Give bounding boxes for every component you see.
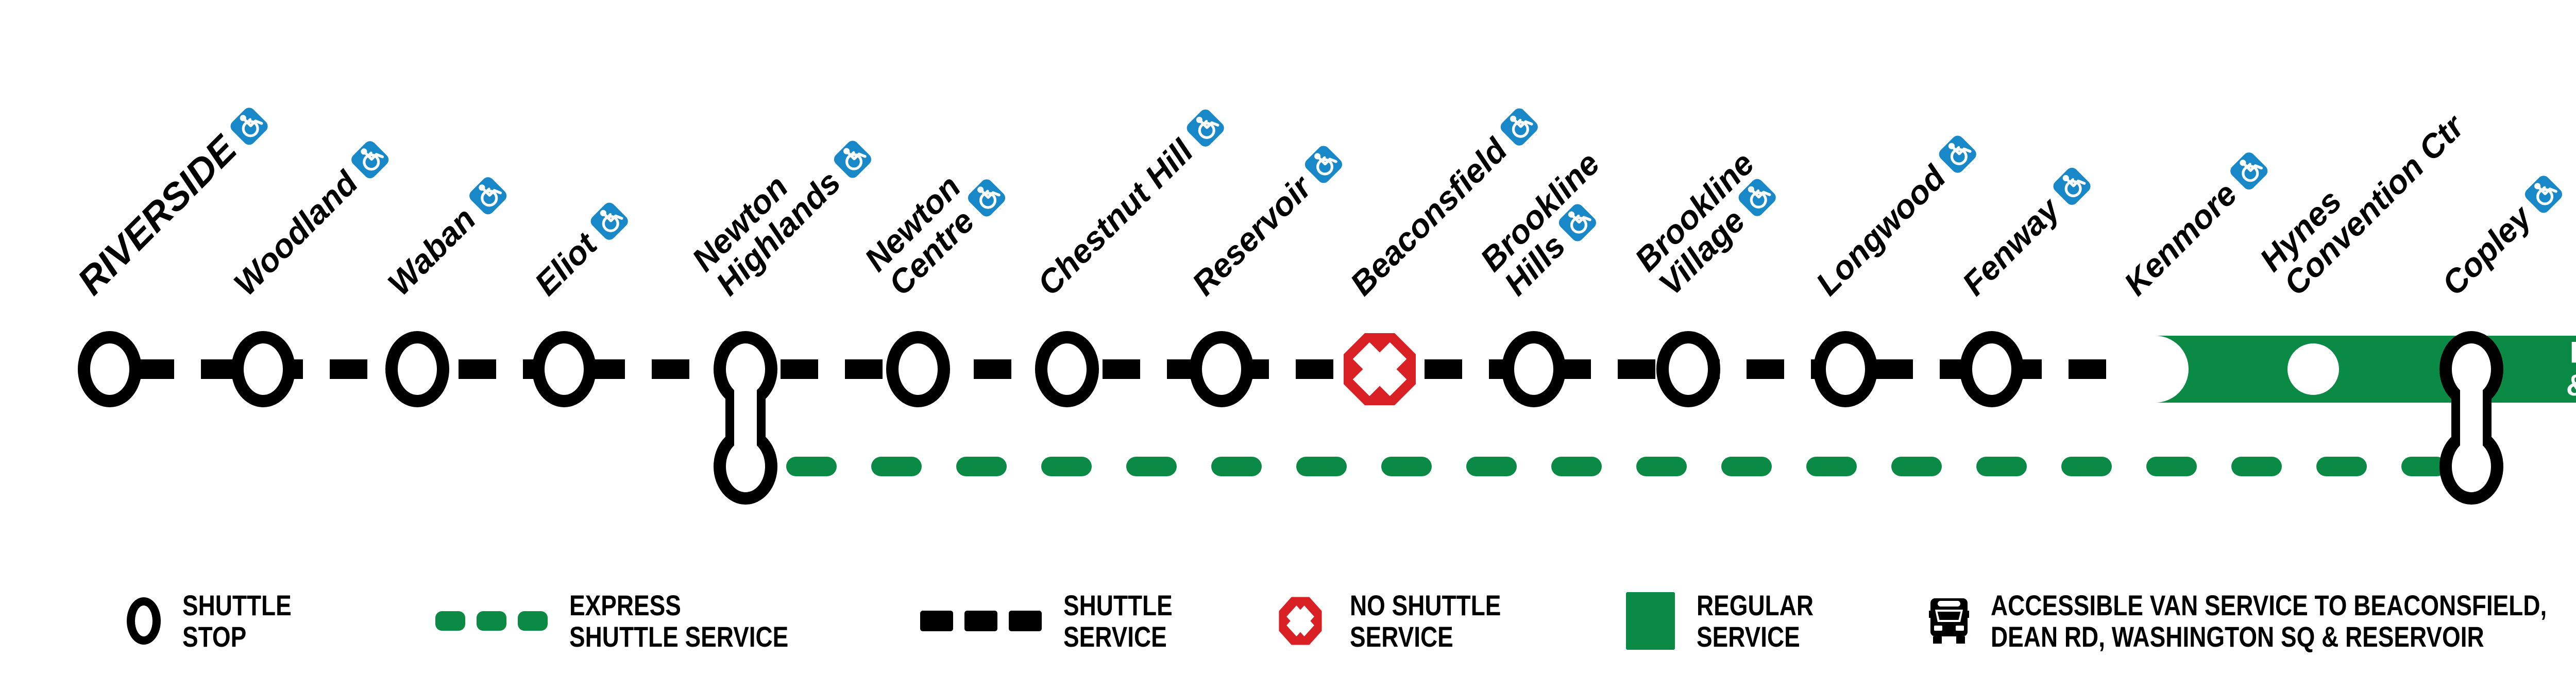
legend-label: NO SHUTTLE	[1350, 589, 1501, 621]
legend-item-express-shuttle: EXPRESS SHUTTLE SERVICE	[435, 585, 837, 657]
transfer-stop-newton-highlands	[714, 331, 777, 505]
stop-newton-centre	[886, 331, 950, 407]
regular-service-icon	[1626, 592, 1675, 650]
legend-label: DEAN RD, WASHINGTON SQ & RESERVOIR	[1991, 620, 2484, 653]
no-shuttle-icon	[1273, 590, 1328, 652]
stop-brookline-village	[1656, 331, 1720, 407]
legend-item-shuttle-service: SHUTTLE SERVICE	[920, 585, 1196, 657]
shuttle-dash-icon	[920, 611, 1042, 631]
direction-sign: PARK ST & NORTH	[2554, 336, 2576, 403]
stop-hynes-convention-ctr	[2287, 343, 2339, 395]
stop-reservoir	[1190, 331, 1253, 407]
express-shuttle-dash-icon	[435, 611, 548, 631]
legend-item-accessible-van: ACCESSIBLE VAN SERVICE TO BEACONSFIELD, …	[1929, 585, 2576, 657]
legend-label: SERVICE	[1063, 620, 1167, 653]
legend-label: SERVICE	[1697, 620, 1800, 653]
legend-label: SERVICE	[1350, 620, 1453, 653]
shuttle-stop-icon	[127, 597, 161, 645]
stop-fenway	[1960, 331, 2024, 407]
legend-label: REGULAR	[1697, 589, 1814, 621]
accessible-van-icon	[1929, 597, 1969, 645]
stop-waban	[385, 331, 449, 407]
direction-sign-line1: PARK ST	[2570, 336, 2576, 369]
legend-label: EXPRESS	[569, 589, 681, 621]
legend-item-regular-service: REGULAR SERVICE	[1626, 585, 1839, 657]
stop-brookline-hills	[1502, 331, 1566, 407]
regular-service-bar	[2155, 336, 2576, 403]
stop-longwood	[1814, 331, 1877, 407]
legend-label: SHUTTLE SERVICE	[569, 620, 789, 653]
legend-label: SHUTTLE	[182, 589, 292, 621]
legend-label: SHUTTLE	[1063, 589, 1173, 621]
direction-sign-line2: & NORTH	[2566, 369, 2576, 402]
legend-label: STOP	[182, 620, 247, 653]
stop-woodland	[231, 331, 295, 407]
closed-stop-beaconsfield	[1344, 333, 1416, 405]
stop-chestnut-hill	[1035, 331, 1099, 407]
stop-eliot	[532, 331, 596, 407]
stop-riverside	[78, 331, 142, 407]
transfer-stop-copley	[2439, 331, 2503, 505]
legend-item-shuttle-stop: SHUTTLE STOP	[127, 585, 315, 657]
legend-item-no-shuttle: NO SHUTTLE SERVICE	[1273, 585, 1534, 657]
stop-kenmore	[2128, 343, 2179, 395]
legend-label: ACCESSIBLE VAN SERVICE TO BEACONSFIELD,	[1991, 589, 2547, 621]
